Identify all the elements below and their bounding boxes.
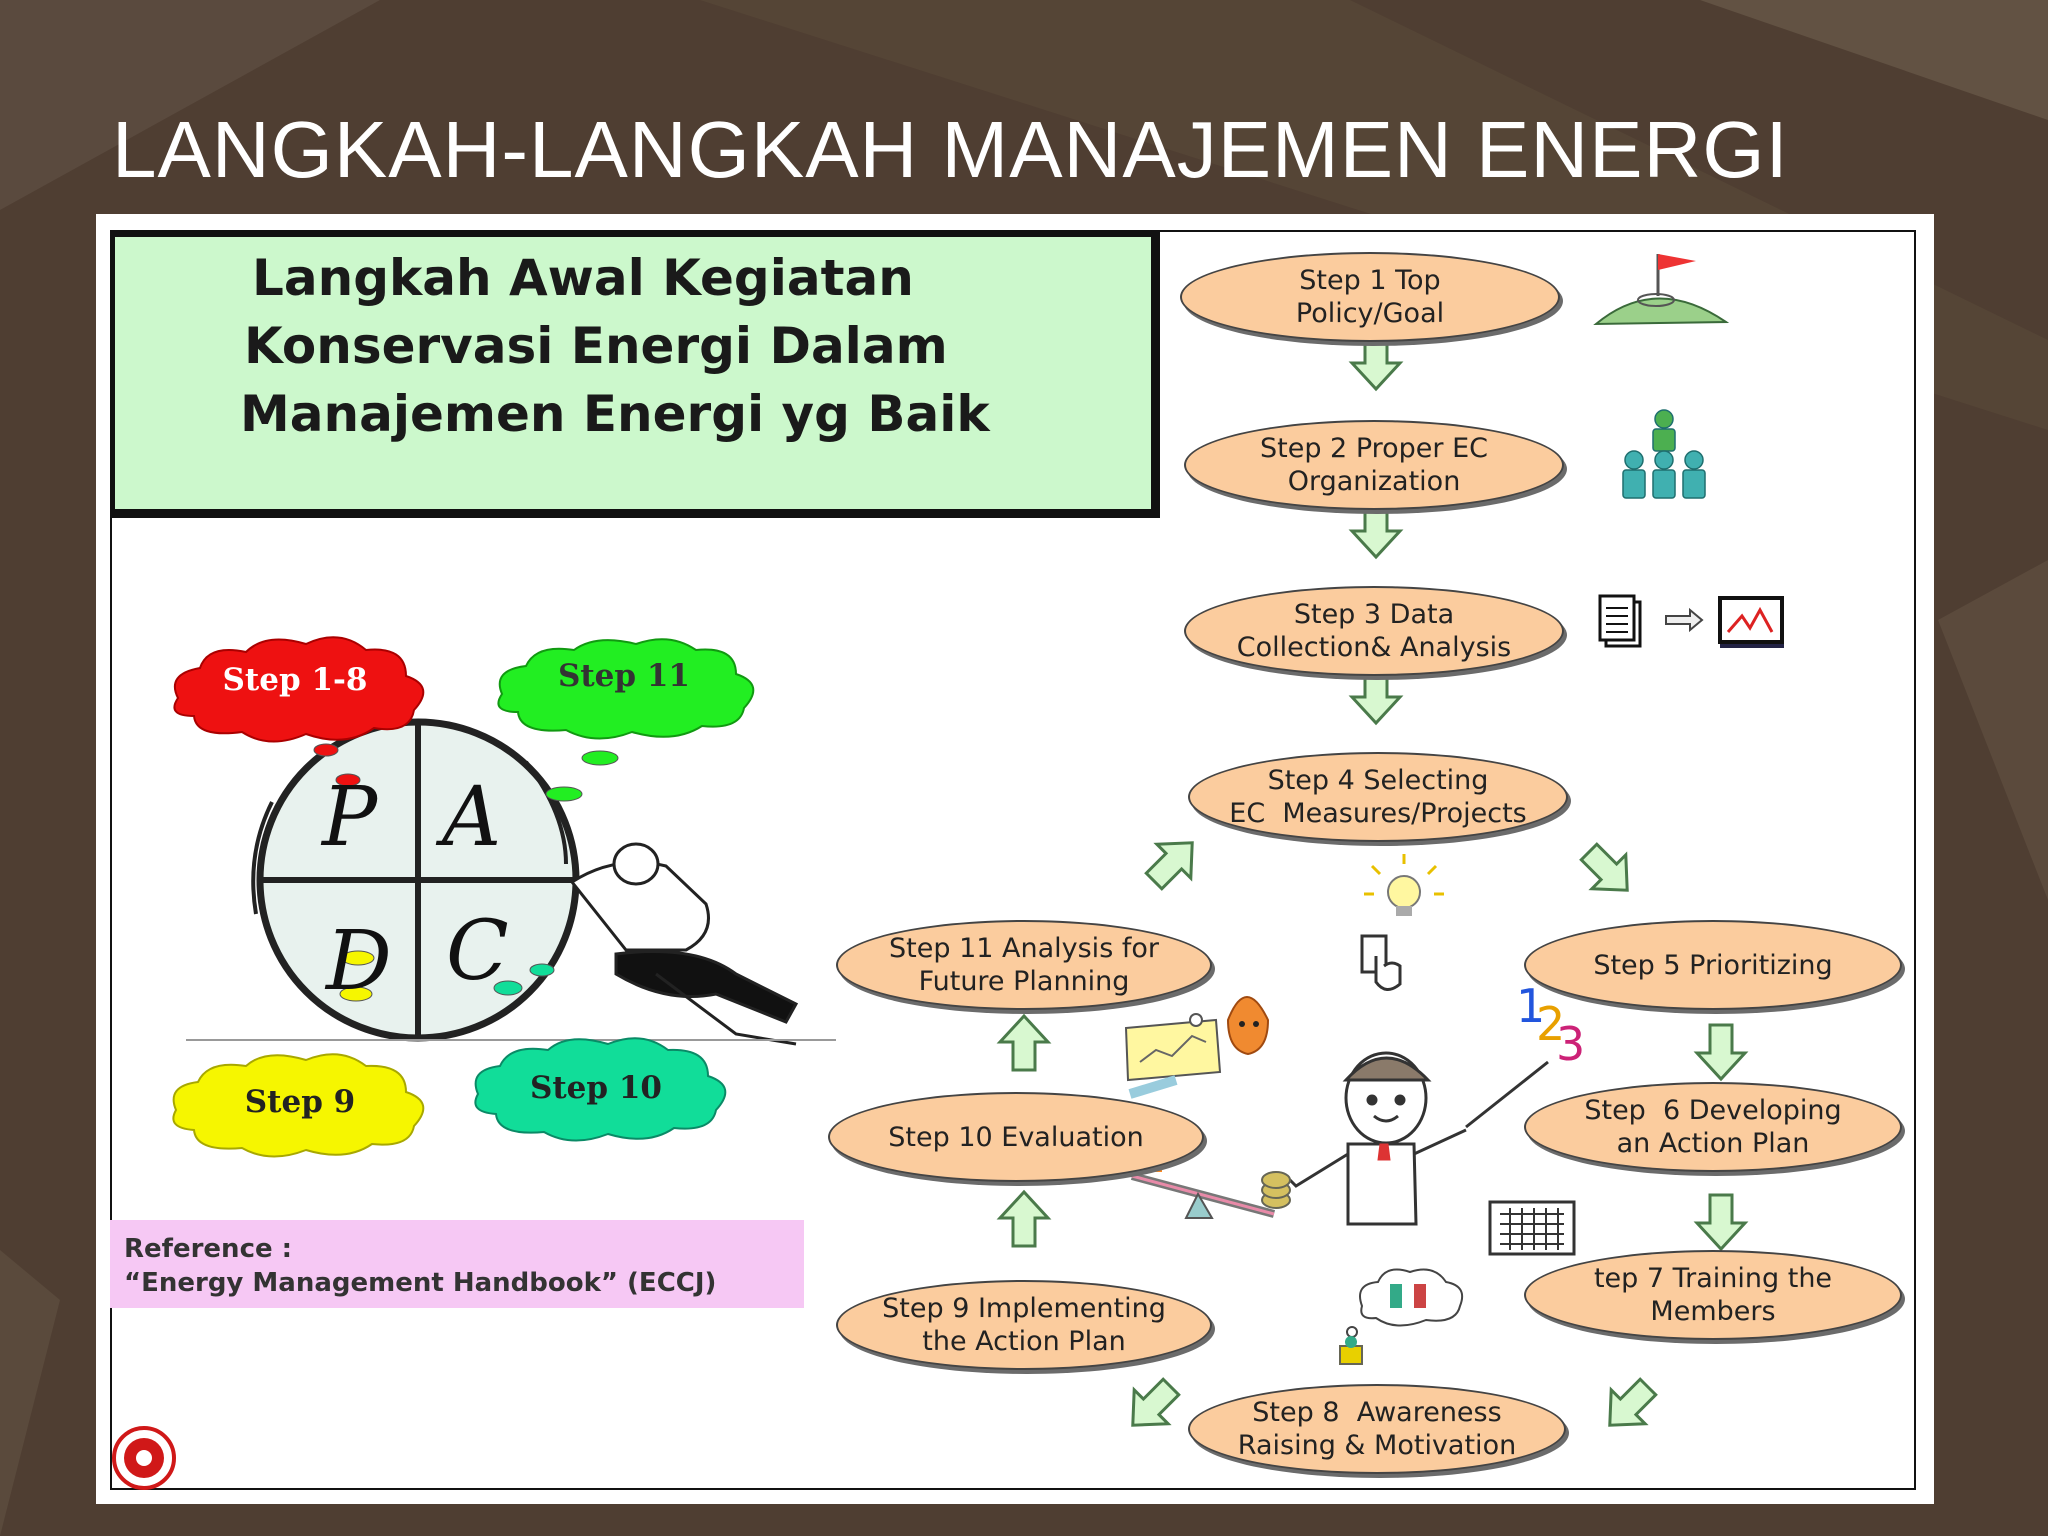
- flag-hill-icon: [1593, 254, 1730, 326]
- step-4-line-1: Step 4 Selecting: [1267, 765, 1489, 796]
- cloud-step-9: Step 9: [244, 1084, 356, 1120]
- step-10-oval: Step 10 Evaluation: [828, 1092, 1204, 1182]
- pdca-markers: [313, 743, 619, 1002]
- switch-hand-icon: [1360, 934, 1402, 991]
- diagram-panel: 1 2 3: [96, 214, 1934, 1504]
- step-6-oval: Step 6 Developing an Action Plan: [1524, 1082, 1902, 1172]
- slide-title: LANGKAH-LANGKAH MANAJEMEN ENERGI: [112, 105, 1789, 194]
- cloud-step-10: Step 10: [529, 1070, 663, 1106]
- cloud-step-11-shape: [497, 638, 755, 740]
- step-3-line-1: Step 3 Data: [1293, 599, 1455, 630]
- arrow-10-11: [998, 1014, 1050, 1072]
- headline-line-2: Konservasi Energi Dalam: [244, 317, 948, 375]
- step-8-oval: Step 8 Awareness Raising & Motivation: [1188, 1384, 1566, 1474]
- pdca-letter-a: A: [442, 770, 502, 865]
- step-4-oval: Step 4 Selecting EC Measures/Projects: [1188, 752, 1568, 842]
- pdca-letter-d: D: [326, 914, 392, 1009]
- step-10-line-1: Step 10 Evaluation: [888, 1121, 1144, 1153]
- arrow-4-5: [1570, 833, 1646, 909]
- calendar-grid-icon: [1488, 1200, 1576, 1256]
- step-7-line-1: tep 7 Training the: [1593, 1263, 1833, 1294]
- headline-line-3: Manajemen Energi yg Baik: [240, 385, 990, 443]
- step-9-line-1: Step 9 Implementing: [882, 1293, 1166, 1324]
- step-6-line-2: an Action Plan: [1616, 1128, 1810, 1159]
- pdca-wheel: [251, 718, 580, 1042]
- arrow-11-4: [1135, 824, 1211, 900]
- step-7-line-2: Members: [1650, 1296, 1776, 1327]
- pdca-letter-c: C: [446, 904, 509, 999]
- step-5-line-1: Step 5 Prioritizing: [1593, 949, 1833, 981]
- step-5-oval: Step 5 Prioritizing: [1524, 920, 1902, 1010]
- energy-mascot-icon: [1189, 996, 1270, 1056]
- light-bulb-icon: [1364, 854, 1444, 916]
- cloud-step-10-shape: [474, 1037, 727, 1142]
- arrow-2-3: [1350, 501, 1402, 559]
- arrow-8-9: [1114, 1368, 1190, 1444]
- panel-frame: [110, 230, 1916, 1490]
- teacher-figure-icon: [1284, 1051, 1549, 1226]
- headline-line-1: Langkah Awal Kegiatan: [252, 249, 914, 307]
- cloud-step-9-shape: [172, 1053, 425, 1158]
- step-2-line-2: Organization: [1287, 466, 1461, 497]
- arrow-9-10: [998, 1190, 1050, 1248]
- step-3-oval: Step 3 Data Collection& Analysis: [1184, 586, 1564, 676]
- headline-box: [110, 232, 1160, 518]
- step-9-oval: Step 9 Implementing the Action Plan: [836, 1280, 1212, 1370]
- step-2-line-1: Step 2 Proper EC: [1260, 433, 1488, 464]
- arrow-6-7: [1695, 1193, 1747, 1251]
- diagram-graphics: 1 2 3: [112, 254, 1784, 1490]
- step-2-oval: Step 2 Proper EC Organization: [1184, 420, 1564, 510]
- arrow-right-icon: [1665, 607, 1704, 633]
- organization-people-icon: [1622, 409, 1706, 499]
- arrow-5-6: [1695, 1023, 1747, 1081]
- step-11-line-1: Step 11 Analysis for: [889, 933, 1159, 964]
- step-7-oval: tep 7 Training the Members: [1524, 1250, 1902, 1340]
- document-icon: [1598, 594, 1642, 648]
- step-4-line-2: EC Measures/Projects: [1229, 798, 1527, 829]
- step-1-oval: Step 1 Top Policy/Goal: [1180, 252, 1560, 342]
- numbers-123-icon: 1 2 3: [1516, 979, 1585, 1071]
- step-1-line-1: Step 1 Top: [1299, 265, 1441, 296]
- reference-box: Reference : “Energy Management Handbook”…: [110, 1220, 804, 1308]
- cloud-step-1-8: Step 1-8: [222, 662, 368, 698]
- pdca-letter-p: P: [322, 770, 378, 865]
- svg-text:3: 3: [1556, 1017, 1585, 1071]
- step-8-line-2: Raising & Motivation: [1237, 1430, 1517, 1461]
- headline-text: Langkah Awal Kegiatan Konservasi Energi …: [240, 244, 1132, 448]
- pushing-man-figure: [186, 842, 836, 1046]
- step-9-line-2: the Action Plan: [922, 1326, 1126, 1357]
- chart-monitor-icon: [1718, 596, 1784, 648]
- step-3-line-2: Collection& Analysis: [1236, 632, 1512, 663]
- thought-bubble-icon: [1339, 1268, 1464, 1365]
- logo-seal-icon: [112, 1426, 176, 1490]
- cloud-step-11: Step 11: [557, 658, 691, 694]
- arrow-1-2: [1350, 333, 1402, 391]
- chart-board-icon: [1124, 1018, 1222, 1099]
- cloud-step-1-8-shape: [173, 636, 425, 743]
- balance-scale-icon: [1130, 1151, 1291, 1219]
- step-11-line-2: Future Planning: [918, 966, 1130, 997]
- arrow-7-8: [1591, 1368, 1667, 1444]
- svg-text:1: 1: [1516, 979, 1545, 1033]
- arrow-3-4: [1350, 667, 1402, 725]
- reference-source: “Energy Management Handbook” (ECCJ): [124, 1268, 717, 1298]
- step-1-line-2: Policy/Goal: [1295, 298, 1445, 329]
- step-8-line-1: Step 8 Awareness: [1252, 1397, 1502, 1428]
- step-11-oval: Step 11 Analysis for Future Planning: [836, 920, 1212, 1010]
- svg-text:2: 2: [1536, 997, 1565, 1051]
- reference-label: Reference :: [124, 1234, 293, 1264]
- step-6-line-1: Step 6 Developing: [1584, 1095, 1842, 1126]
